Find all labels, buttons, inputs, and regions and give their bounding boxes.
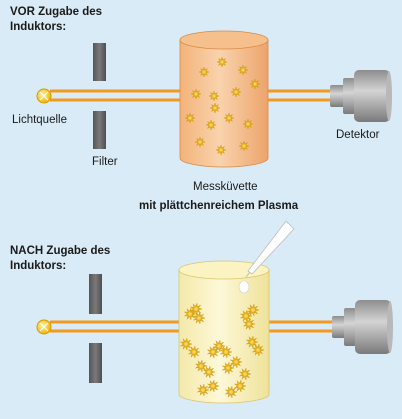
platelet-icon <box>245 335 259 349</box>
panel-after <box>36 220 393 404</box>
light-beam-after <box>50 320 332 333</box>
platelet-icon <box>238 140 250 152</box>
light-source-icon <box>36 319 52 335</box>
title-before-line1: VOR Zugabe des <box>10 6 103 18</box>
light-source-icon <box>36 88 52 104</box>
cuvette-label-line2: mit plättchenreichem Plasma <box>139 200 299 212</box>
pipette-icon <box>245 220 295 278</box>
platelet-icon <box>216 56 228 68</box>
platelet-icon <box>194 359 208 373</box>
platelet-icon <box>202 365 216 379</box>
inducer-drop <box>238 280 250 294</box>
platelet-icon <box>237 64 249 76</box>
platelet-icon <box>179 337 193 351</box>
platelet-icon <box>233 379 247 393</box>
detector-icon <box>330 70 392 122</box>
title-before-line2: Induktors: <box>10 21 67 33</box>
platelet-icon <box>219 345 233 359</box>
platelet-icon <box>224 385 238 399</box>
platelet-icon <box>242 317 256 331</box>
light-beam-before <box>50 89 330 102</box>
detector-label: Detektor <box>336 129 380 141</box>
platelet-icon <box>223 112 235 124</box>
filter-label: Filter <box>92 156 118 168</box>
filter-icon <box>89 274 102 383</box>
platelet-icon <box>194 136 206 148</box>
platelet-icon <box>246 303 260 317</box>
platelet-icon <box>189 302 203 316</box>
platelet-icon <box>192 311 206 325</box>
platelet-icon <box>209 102 221 114</box>
platelet-icon <box>239 309 253 323</box>
platelet-icon <box>196 383 210 397</box>
platelet-icon <box>242 118 254 130</box>
platelet-icon <box>206 379 220 393</box>
platelet-icon <box>229 355 243 369</box>
platelet-icon <box>198 66 210 78</box>
platelet-icon <box>251 343 265 357</box>
platelets-aggregated <box>179 302 265 399</box>
platelet-icon <box>238 367 252 381</box>
platelet-icon <box>190 88 202 100</box>
detector-icon <box>332 300 393 354</box>
platelet-icon <box>221 361 235 375</box>
platelet-icon <box>212 339 226 353</box>
light-source-label: Lichtquelle <box>12 114 67 126</box>
filter-icon <box>93 43 106 149</box>
platelet-icon <box>215 144 227 156</box>
title-after-line1: NACH Zugabe des <box>10 245 111 257</box>
platelet-icon <box>206 345 220 359</box>
platelet-icon <box>205 119 217 131</box>
platelet-icon <box>230 86 242 98</box>
platelet-icon <box>249 78 261 90</box>
platelet-icon <box>187 345 201 359</box>
cuvette-label-line1: Messküvette <box>193 181 258 193</box>
platelet-icon <box>208 90 220 102</box>
platelets-resting <box>184 56 261 156</box>
panel-before <box>36 30 392 168</box>
title-after-line2: Induktors: <box>10 260 67 272</box>
cuvette-icon <box>178 260 270 404</box>
cuvette-icon <box>179 30 269 168</box>
platelet-icon <box>183 307 197 321</box>
platelet-icon <box>184 112 196 124</box>
